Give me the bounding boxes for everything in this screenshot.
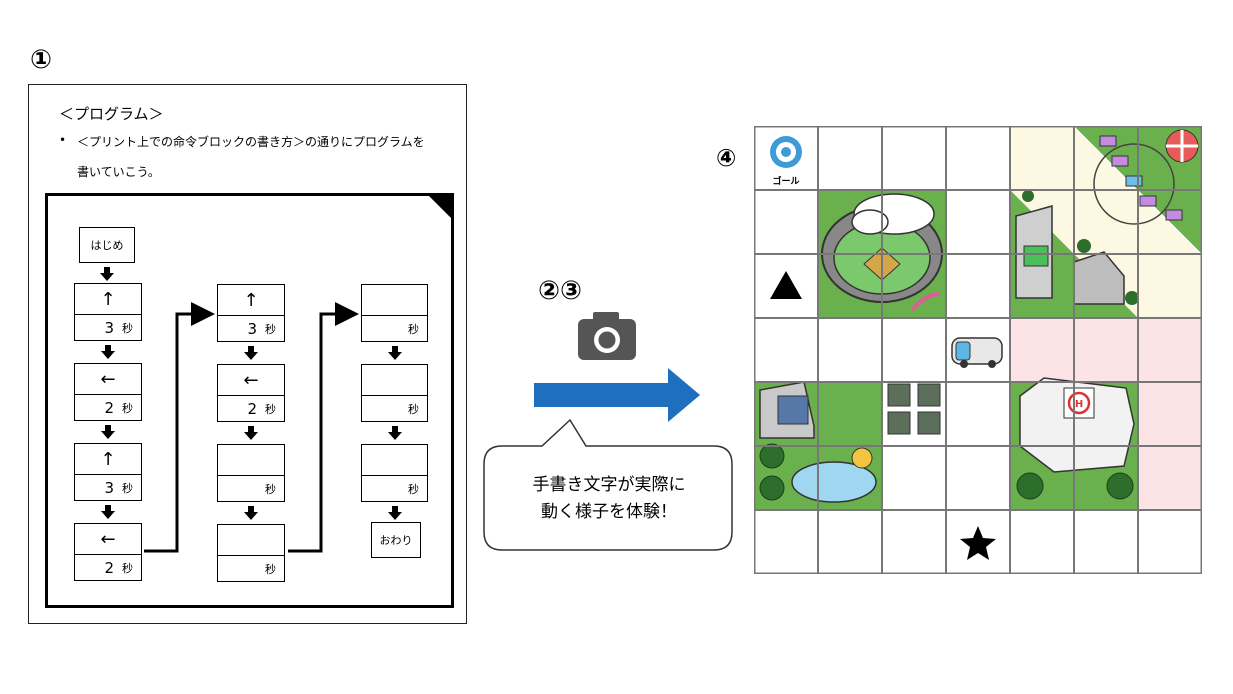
block-duration: 秒 [362, 476, 427, 502]
worksheet-instruction-cont: 書いていこう。 [77, 165, 160, 179]
flow-connectors [144, 302, 359, 553]
block-direction: ← [75, 364, 141, 395]
duration-value: 2 [104, 559, 114, 577]
down-arrow-icon [244, 506, 258, 520]
car-icon [951, 337, 1003, 368]
bubble-line-2: 動く様子を体験！ [541, 502, 677, 522]
seconds-unit: 秒 [265, 403, 276, 416]
seconds-unit: 秒 [122, 482, 133, 495]
seconds-unit: 秒 [122, 402, 133, 415]
down-arrow-icon [387, 426, 402, 440]
seconds-unit: 秒 [122, 322, 133, 335]
block-direction: ← [75, 524, 141, 555]
step-number-1: ① [30, 45, 53, 75]
seconds-unit: 秒 [265, 483, 276, 496]
down-arrow-icon [101, 345, 115, 359]
block-direction [218, 525, 284, 556]
duration-value: 3 [104, 479, 114, 497]
duration-value: 3 [247, 320, 257, 338]
end-block: おわり [371, 522, 421, 558]
down-arrow-icon [101, 425, 115, 439]
seconds-unit: 秒 [122, 562, 133, 575]
seconds-unit: 秒 [408, 403, 419, 416]
game-board-map: H [754, 126, 1202, 574]
worksheet-instruction: ＜プリント上での命令ブロックの書き方＞の通りにプログラムを [77, 135, 425, 149]
corner-mark-icon [426, 193, 454, 221]
block-duration: 秒 [362, 396, 427, 422]
blue-right-arrow-icon [534, 368, 700, 422]
speech-bubble [483, 418, 733, 551]
down-arrow-icon [244, 346, 258, 360]
block-direction [218, 445, 284, 476]
duration-value: 3 [104, 319, 114, 337]
down-arrow-icon [244, 426, 258, 440]
worksheet-title: ＜プログラム＞ [59, 105, 164, 123]
triangle-icon [770, 271, 802, 299]
small-buildings-icon [887, 383, 941, 435]
block-direction: ↑ [75, 444, 141, 475]
command-block: 秒 [361, 284, 428, 342]
worksheet-bullet: • [59, 133, 67, 147]
step-number-4: ④ [716, 144, 737, 172]
block-direction [362, 445, 427, 476]
connector-col2-col3 [288, 302, 359, 553]
goal-target-icon [770, 136, 802, 168]
cream-diagonal-band [1010, 128, 1202, 318]
block-duration: 秒 [218, 556, 284, 582]
block-direction: ← [218, 365, 284, 396]
block-duration: 秒 [362, 316, 427, 342]
bubble-text: 手書き文字が実際に 動く様子を体験！ [490, 472, 728, 526]
block-direction [362, 365, 427, 396]
goal-label: ゴール [772, 177, 800, 187]
seconds-unit: 秒 [408, 483, 419, 496]
duration-value: 2 [247, 400, 257, 418]
block-direction: ↑ [75, 284, 141, 315]
program-worksheet: ＜プログラム＞ • ＜プリント上での命令ブロックの書き方＞の通りにプログラムを … [28, 84, 467, 624]
board-grid [754, 126, 1202, 574]
down-arrow-icon [387, 506, 402, 520]
command-block: 秒 [361, 364, 428, 422]
block-duration: 秒 [218, 476, 284, 502]
camera-icon [578, 312, 636, 360]
start-block: はじめ [79, 227, 135, 263]
ferris-wheel-icon [1093, 129, 1199, 225]
seconds-unit: 秒 [408, 323, 419, 336]
block-direction: ↑ [218, 285, 284, 316]
command-block: 秒 [361, 444, 428, 502]
office-building-icon [759, 381, 815, 439]
step-number-23: ②③ [538, 276, 583, 306]
down-arrow-icon [387, 346, 402, 360]
down-arrow-icon [100, 267, 114, 281]
building-tall-icon [1015, 190, 1139, 305]
connector-col1-col2 [144, 302, 215, 553]
svg-text:H: H [1075, 399, 1083, 410]
hospital-icon: H [1016, 377, 1135, 500]
star-icon [960, 526, 996, 560]
seconds-unit: 秒 [265, 323, 276, 336]
seconds-unit: 秒 [265, 563, 276, 576]
command-block: 秒 [217, 524, 285, 582]
bubble-line-1: 手書き文字が実際に [532, 475, 686, 495]
down-arrow-icon [101, 505, 115, 519]
duration-value: 2 [104, 399, 114, 417]
block-direction [362, 285, 427, 316]
command-block: 秒 [217, 444, 285, 502]
pond-icon [759, 443, 877, 503]
